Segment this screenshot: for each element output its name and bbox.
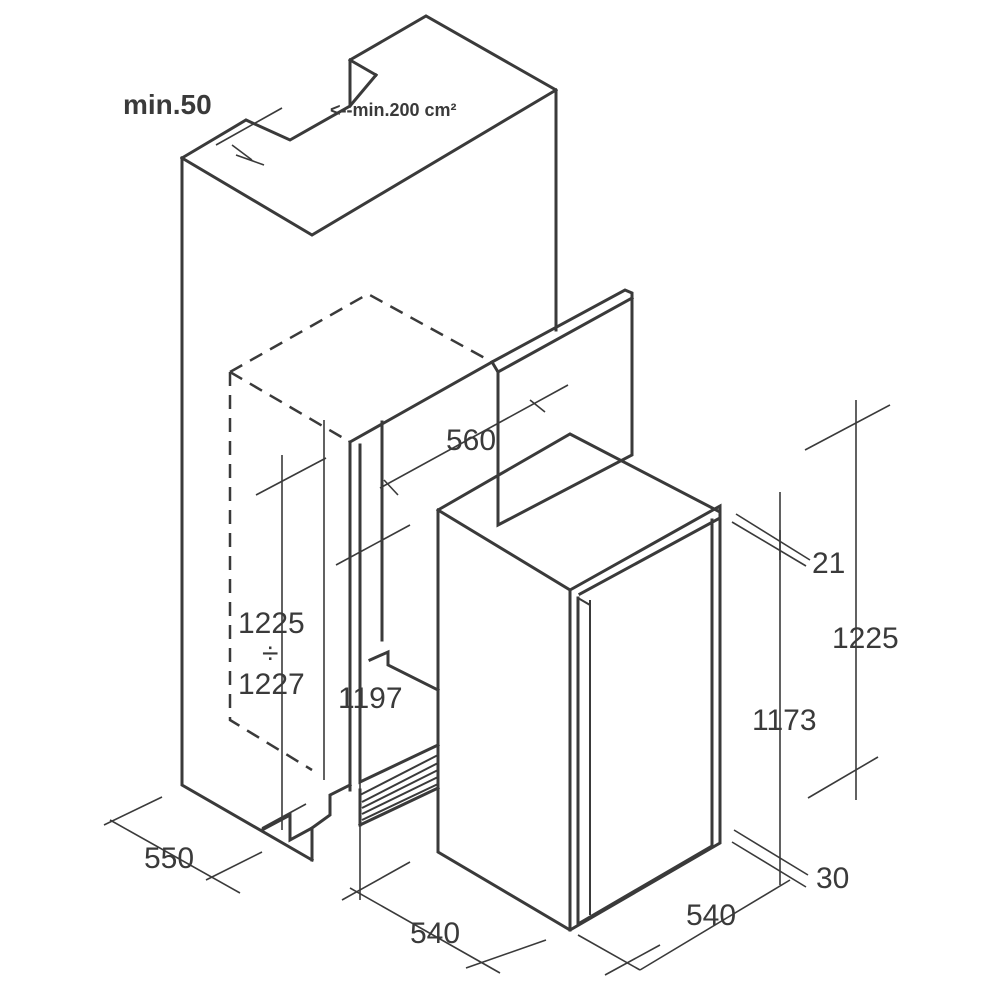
dimension-lines bbox=[103, 107, 891, 976]
dimension-labels: min.50 <--min.200 cm² 560 1225 ÷ 1227 11… bbox=[123, 89, 899, 950]
dim-1197-label: 1197 bbox=[338, 682, 403, 715]
open-door-panel bbox=[489, 288, 635, 528]
dim-540-left-label: 540 bbox=[410, 917, 460, 950]
dim-540-right-label: 540 bbox=[686, 899, 736, 932]
dim-30-label: 30 bbox=[816, 862, 849, 895]
niche-height-divider-label: ÷ bbox=[262, 637, 278, 670]
cabinet-housing bbox=[179, 14, 559, 863]
appliance-body bbox=[435, 432, 722, 932]
ventilation-grille bbox=[358, 754, 440, 827]
niche-height-bottom-label: 1227 bbox=[238, 668, 305, 701]
dim-21-label: 21 bbox=[812, 547, 845, 580]
niche-interior-dashed bbox=[228, 292, 493, 772]
dim-550-label: 550 bbox=[144, 842, 194, 875]
niche-height-top-label: 1225 bbox=[238, 607, 305, 640]
vent-label: <--min.200 cm² bbox=[330, 100, 457, 120]
dim-1173-label: 1173 bbox=[752, 704, 817, 737]
dim-560-label: 560 bbox=[446, 424, 496, 457]
min50-label: min.50 bbox=[123, 89, 212, 120]
dim-1225-label: 1225 bbox=[832, 622, 899, 655]
